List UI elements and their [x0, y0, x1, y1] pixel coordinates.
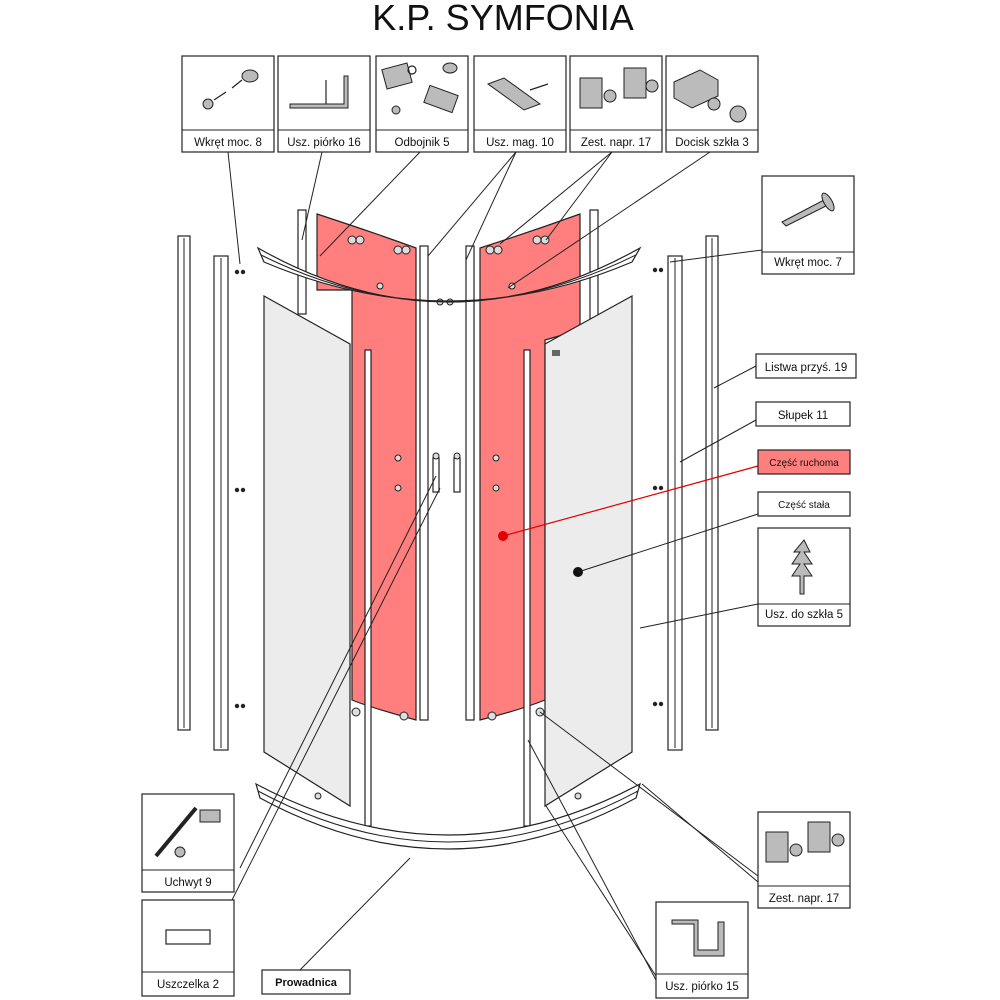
part-label: Uszczelka 2	[157, 979, 219, 991]
part-label: Zest. napr. 17	[581, 137, 651, 149]
part-label: Część ruchoma	[769, 458, 839, 469]
diagram-title: K.P. SYMFONIA	[372, 0, 633, 38]
fixed-panel-right	[544, 294, 633, 808]
part-usz-mag-10: Usz. mag. 10	[473, 55, 567, 153]
part-wkret-8: Wkręt moc. 8	[181, 55, 275, 153]
door-handles	[432, 452, 461, 493]
seal-strip-icon	[289, 75, 349, 109]
part-label: Usz. piórko 16	[287, 137, 361, 149]
screw-icon	[202, 69, 259, 110]
part-label: Usz. piórko 15	[665, 981, 739, 993]
seal-strip-right	[589, 209, 599, 321]
part-odbojnik-5: Odbojnik 5	[375, 55, 469, 153]
part-label: Odbojnik 5	[395, 137, 450, 149]
magnetic-seal-left	[419, 245, 429, 721]
part-uszczelka-2: Uszczelka 2	[141, 899, 235, 997]
door-profile-right	[523, 349, 531, 827]
seal-strip-left	[297, 209, 307, 315]
leader-lines	[227, 151, 763, 981]
door-profile-left	[364, 349, 372, 827]
part-listwa-przys-19: Listwa przyś. 19	[755, 353, 857, 379]
gasket-icon	[165, 929, 211, 945]
u-seal-icon	[671, 919, 725, 957]
fixed-panel-left	[263, 294, 351, 808]
part-label: Wkręt moc. 7	[774, 257, 842, 269]
part-docisk-szkla-3: Docisk szkła 3	[665, 55, 759, 153]
left-post	[213, 255, 229, 751]
part-label: Prowadnica	[275, 977, 338, 989]
magnetic-seal-icon	[486, 77, 549, 111]
part-usz-piorko-15: Usz. piórko 15	[655, 901, 749, 999]
top-rail	[256, 246, 642, 303]
shower-assembly	[177, 209, 719, 850]
screw-icon	[781, 192, 835, 227]
part-label: Usz. do szkła 5	[765, 609, 843, 621]
magnetic-seal-right	[465, 245, 475, 721]
left-wall-profile	[177, 235, 191, 731]
part-slupek-11: Słupek 11	[755, 401, 851, 427]
part-label: Listwa przyś. 19	[765, 362, 847, 374]
part-usz-do-szkla-5: Usz. do szkła 5	[757, 527, 851, 627]
right-post	[667, 255, 683, 751]
part-prowadnica: Prowadnica	[261, 969, 351, 995]
part-label: Docisk szkła 3	[675, 137, 749, 149]
roller-set-icon	[579, 67, 659, 109]
part-label: Uchwyt 9	[164, 877, 211, 889]
glass-clamp-icon	[673, 69, 747, 123]
part-usz-piorko-16: Usz. piórko 16	[277, 55, 371, 153]
part-zest-napr-17-top: Zest. napr. 17	[569, 55, 663, 153]
part-label: Wkręt moc. 8	[194, 137, 262, 149]
part-zest-napr-17-bottom: Zest. napr. 17	[757, 811, 851, 909]
bottom-guide	[255, 782, 641, 850]
part-czesc-stala: Część stała	[757, 491, 851, 517]
part-label: Usz. mag. 10	[486, 137, 554, 149]
handle-icon	[154, 806, 221, 858]
part-label: Słupek 11	[778, 410, 828, 422]
wall-screws	[234, 267, 664, 709]
right-wall-profile	[705, 235, 719, 731]
glass-mark	[552, 350, 560, 356]
seal-fin-icon	[791, 539, 813, 595]
part-uchwyt-9: Uchwyt 9	[141, 793, 235, 893]
part-label: Część stała	[778, 500, 830, 511]
part-label: Zest. napr. 17	[769, 893, 839, 905]
part-wkret-7: Wkręt moc. 7	[761, 175, 855, 275]
bumper-icon	[381, 62, 459, 115]
roller-set-icon	[765, 821, 845, 863]
part-czesc-ruchoma: Część ruchoma	[757, 449, 851, 475]
